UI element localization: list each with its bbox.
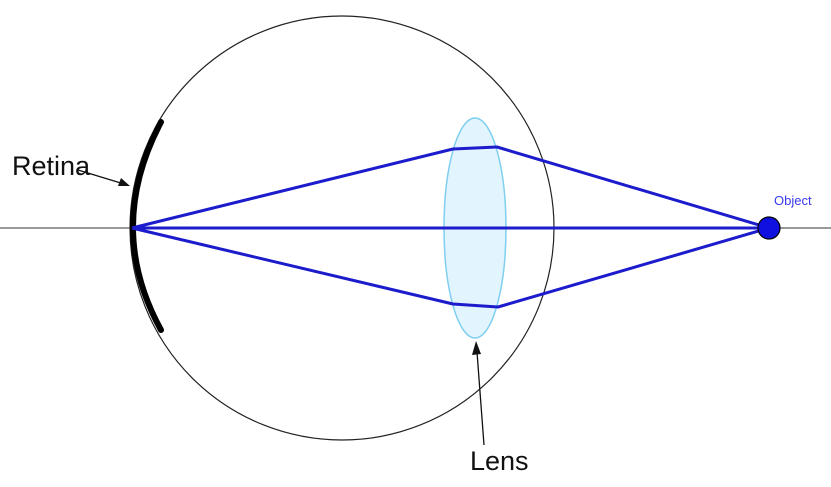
lens-pointer-arrowhead (472, 341, 481, 355)
ray-lower (131, 226, 770, 309)
object-label: Object (774, 193, 812, 208)
retina-label: Retina (12, 151, 91, 181)
ray-upper (131, 145, 770, 230)
retina-pointer-line (77, 169, 125, 185)
lens-pointer-line (476, 351, 485, 446)
lens-label: Lens (470, 446, 529, 476)
retina-pointer-arrowhead (118, 178, 130, 186)
object-point (757, 216, 781, 240)
